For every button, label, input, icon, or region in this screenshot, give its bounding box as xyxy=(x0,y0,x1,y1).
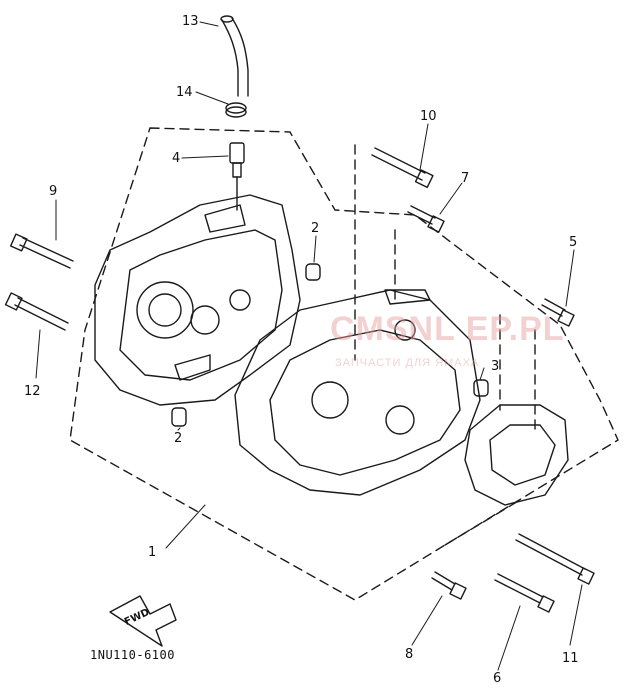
callout-leaders xyxy=(35,21,583,671)
dowel-pin-cover xyxy=(473,379,489,397)
watermark-subtext: ЗАПЧАСТИ ДЛЯ ЯМАХА xyxy=(335,357,480,369)
bolt-7 xyxy=(407,205,445,233)
bolt-8 xyxy=(431,571,467,600)
callout-12: 12 xyxy=(24,384,41,399)
assembly-boundary-dashed xyxy=(69,127,619,601)
bolt-12 xyxy=(4,292,69,331)
callout-3: 3 xyxy=(491,359,500,374)
bolt-5 xyxy=(541,298,575,327)
callout-2-upper: 2 xyxy=(311,221,320,236)
callout-8: 8 xyxy=(405,647,414,662)
dowel-pin-lower xyxy=(171,407,187,427)
callout-11: 11 xyxy=(562,651,579,666)
leader-line-right-group xyxy=(354,144,536,546)
callout-10: 10 xyxy=(420,109,437,124)
dowel-pin-upper xyxy=(305,263,321,281)
callout-1: 1 xyxy=(148,545,157,560)
callout-13: 13 xyxy=(182,14,199,29)
watermark-text: CMSNL EP.PL xyxy=(330,310,565,348)
callout-5: 5 xyxy=(569,235,578,250)
hose-clamp xyxy=(225,102,247,118)
bolt-11 xyxy=(515,533,595,585)
bolt-6 xyxy=(494,573,555,613)
callout-2-lower: 2 xyxy=(174,431,183,446)
callout-4: 4 xyxy=(172,151,181,166)
breather-hose xyxy=(220,15,249,97)
right-crankcase-half xyxy=(234,289,481,496)
callout-7: 7 xyxy=(461,171,470,186)
callout-9: 9 xyxy=(49,184,58,199)
breather-pipe-fitting xyxy=(229,142,245,211)
bolt-10 xyxy=(371,147,434,189)
left-crankcase-half xyxy=(94,194,301,406)
crankcase-cover xyxy=(464,404,569,506)
callout-6: 6 xyxy=(493,671,502,686)
bolt-9 xyxy=(9,233,74,269)
fwd-arrow-icon xyxy=(109,595,177,647)
diagram-code: 1NU110-6100 xyxy=(90,648,175,662)
callout-14: 14 xyxy=(176,85,193,100)
